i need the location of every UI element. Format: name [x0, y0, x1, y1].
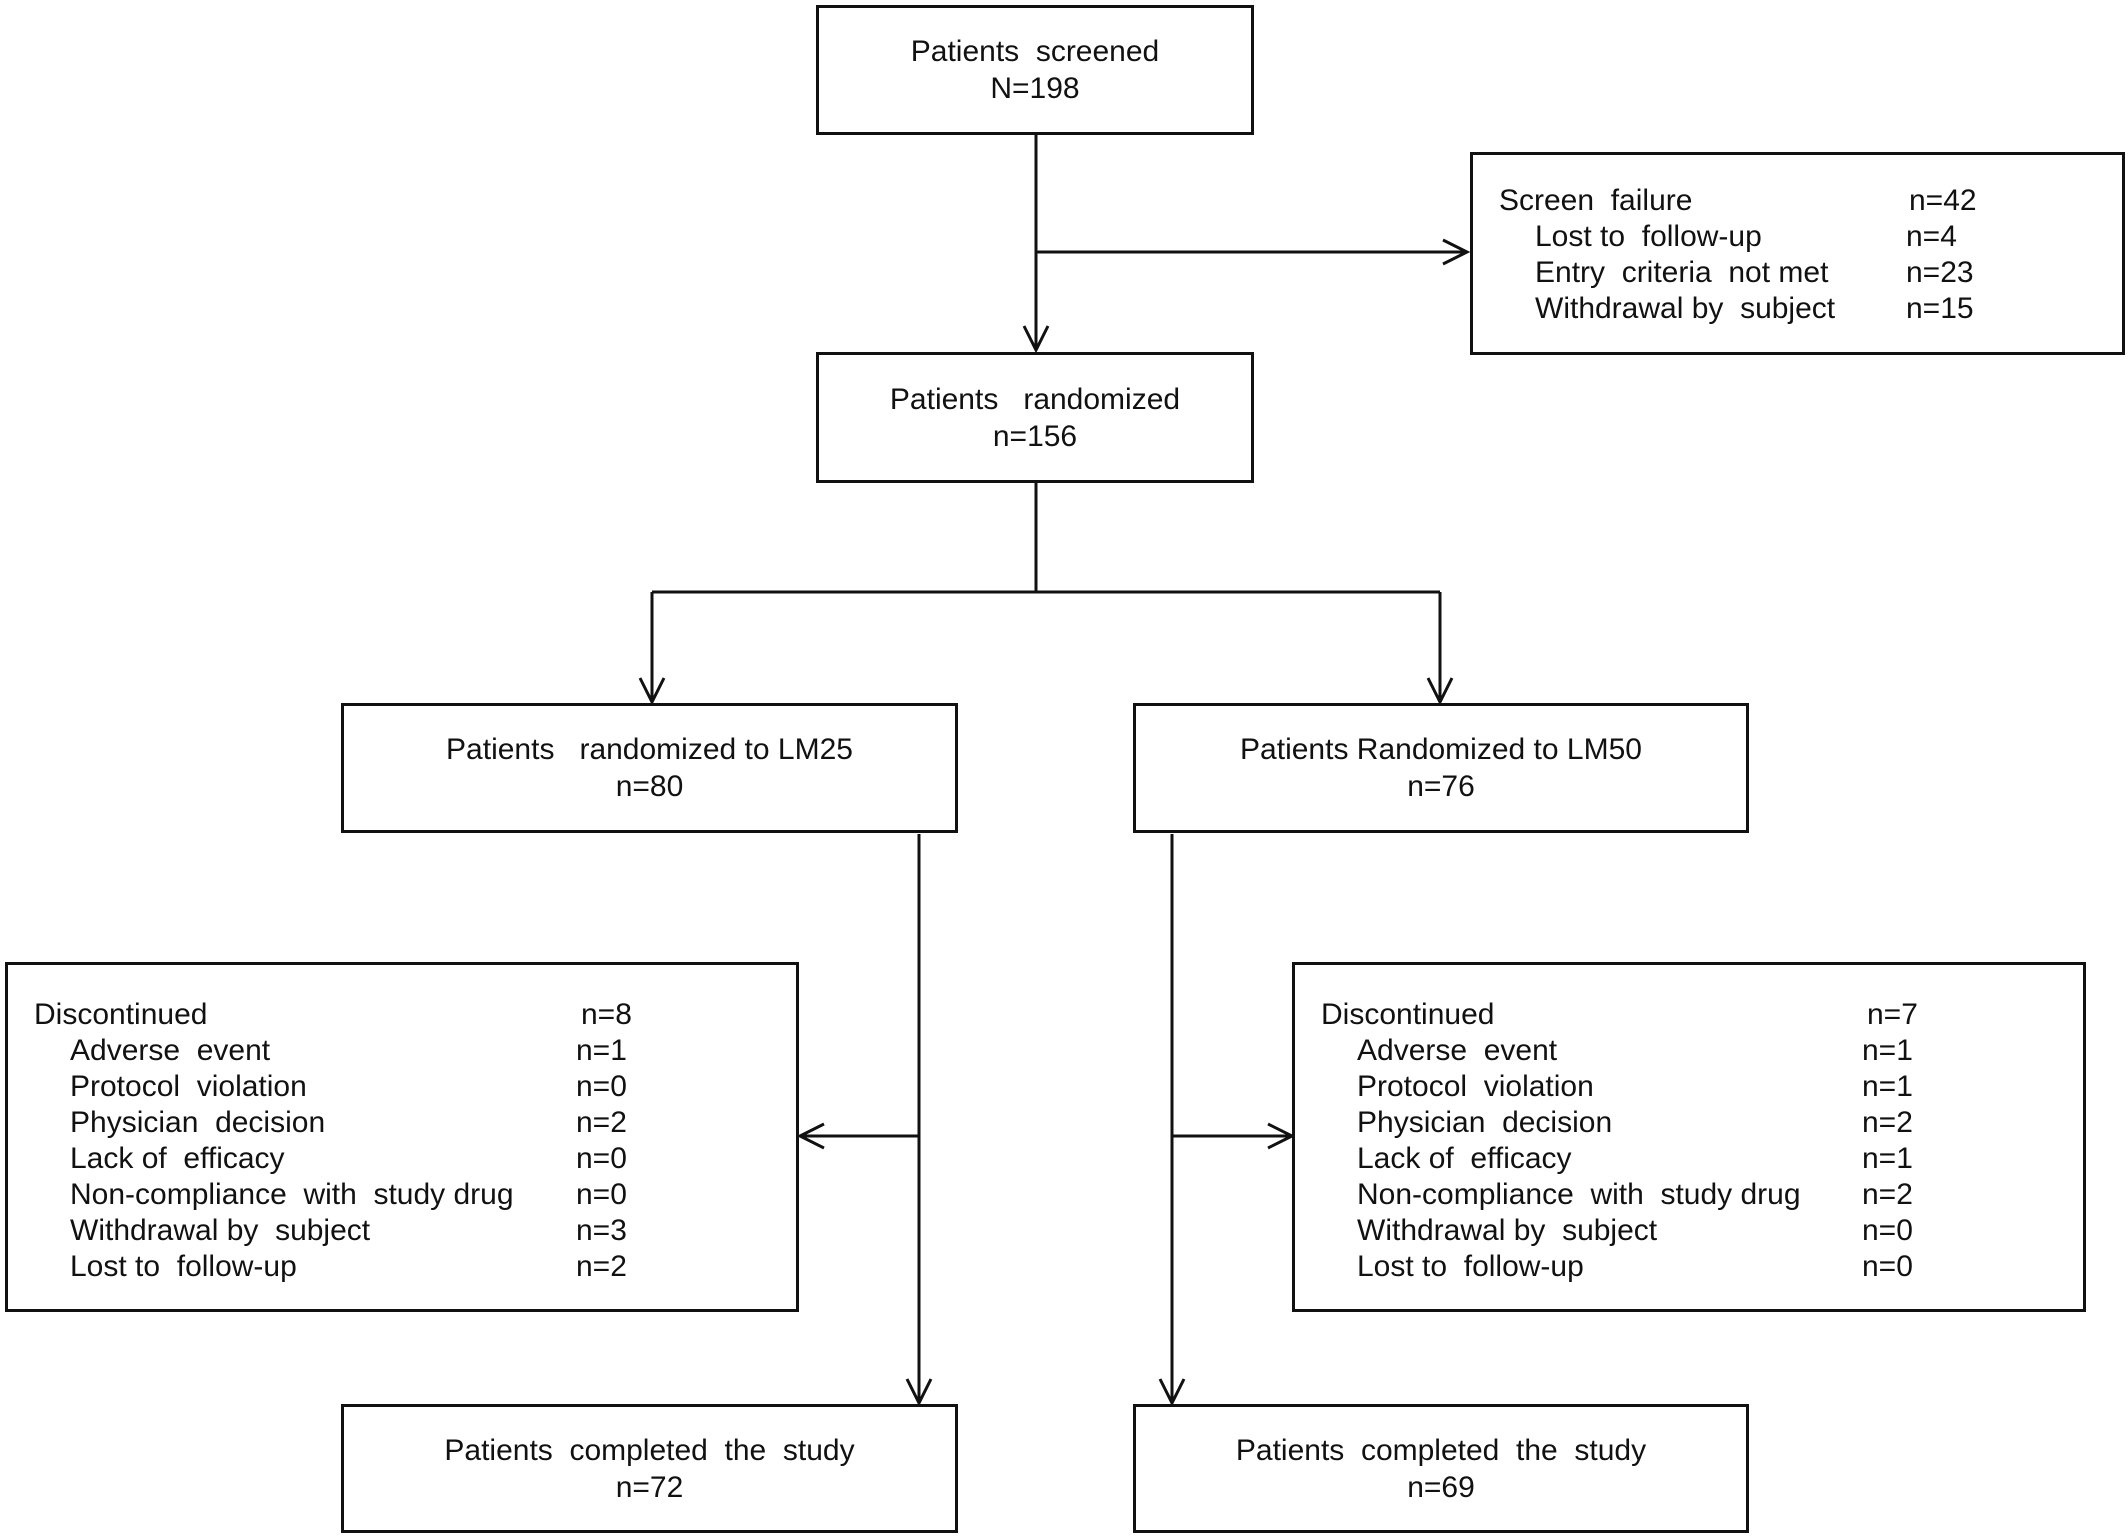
completed-lm25-box: Patients completed the study n=72 [341, 1404, 958, 1533]
discontinued-item-count: n=1 [1862, 1034, 1913, 1067]
discontinued-item-label: Non-compliance with study drug [70, 1178, 514, 1211]
randomized-title: Patients randomized [889, 382, 1181, 416]
discontinued-item-label: Lack of efficacy [70, 1142, 285, 1175]
discontinued-item-count: n=1 [1862, 1070, 1913, 1103]
screened-box: Patients screened N=198 [816, 5, 1254, 135]
discontinued-item-count: n=0 [576, 1178, 627, 1211]
discontinued-item-label: Withdrawal by subject [1357, 1214, 1658, 1247]
arrowhead-screen-failure [1442, 238, 1471, 266]
discontinued-item-count: n=1 [576, 1034, 627, 1067]
discontinued-title: Discontinued [34, 998, 208, 1031]
arrowhead-randomized [1022, 325, 1050, 354]
discontinued-item-count: n=0 [576, 1142, 627, 1175]
discontinued-item-count: n=1 [1862, 1142, 1913, 1175]
discontinued-item-count: n=2 [576, 1250, 627, 1283]
screen-failure-item-count: n=23 [1906, 256, 1974, 289]
completed-lm25-count: n=72 [615, 1470, 684, 1504]
discontinued-count: n=8 [581, 998, 632, 1031]
discontinued-title: Discontinued [1321, 998, 1495, 1031]
discontinued-item-label: Physician decision [70, 1106, 326, 1139]
screened-title: Patients screened [910, 35, 1160, 68]
discontinued-item-label: Physician decision [1357, 1106, 1613, 1139]
discontinued-item-label: Withdrawal by subject [70, 1214, 371, 1247]
discontinued-count: n=7 [1867, 998, 1918, 1031]
arrowhead-disc-lm25 [796, 1122, 825, 1150]
arm-lm50-box: Patients Randomized to LM50 n=76 [1133, 703, 1749, 833]
discontinued-lm50-box: Discontinued n=7 Adverse event n=1 Protoc… [1292, 962, 2086, 1312]
arrowhead-lm50 [1426, 677, 1454, 706]
discontinued-item-count: n=3 [576, 1214, 627, 1247]
arm-lm25-box: Patients randomized to LM25 n=80 [341, 703, 958, 833]
discontinued-item-label: Lack of efficacy [1357, 1142, 1572, 1175]
screen-failure-item-count: n=15 [1906, 292, 1974, 325]
arrowhead-completed-lm25 [905, 1378, 933, 1407]
completed-lm25-title: Patients completed the study [444, 1433, 855, 1467]
screen-failure-item-label: Lost to follow-up [1535, 220, 1762, 253]
completed-lm50-count: n=69 [1407, 1470, 1475, 1504]
discontinued-lm25-box: Discontinued n=8 Adverse event n=1 Protoc… [5, 962, 799, 1312]
discontinued-item-label: Protocol violation [70, 1070, 307, 1103]
completed-lm50-title: Patients completed the study [1235, 1433, 1647, 1467]
discontinued-item-count: n=0 [1862, 1250, 1913, 1283]
discontinued-item-label: Lost to follow-up [70, 1250, 297, 1283]
screen-failure-item-label: Withdrawal by subject [1535, 292, 1836, 325]
arrowhead-completed-lm50 [1158, 1378, 1186, 1407]
discontinued-item-count: n=2 [1862, 1178, 1913, 1211]
screen-failure-box: Screen failure n=42 Lost to follow-up n=… [1470, 152, 2125, 355]
randomized-box: Patients randomized n=156 [816, 352, 1254, 483]
completed-lm50-box: Patients completed the study n=69 [1133, 1404, 1749, 1533]
randomized-count: n=156 [992, 419, 1078, 453]
screen-failure-title: Screen failure [1499, 184, 1693, 217]
discontinued-item-count: n=2 [1862, 1106, 1913, 1139]
discontinued-item-label: Adverse event [1357, 1034, 1558, 1067]
screen-failure-item-count: n=4 [1906, 220, 1957, 253]
arm-lm50-title: Patients Randomized to LM50 [1240, 733, 1642, 766]
discontinued-item-count: n=2 [576, 1106, 627, 1139]
discontinued-item-count: n=0 [576, 1070, 627, 1103]
discontinued-item-count: n=0 [1862, 1214, 1913, 1247]
arm-lm25-title: Patients randomized to LM25 [446, 733, 853, 766]
arm-lm50-count: n=76 [1407, 770, 1475, 803]
discontinued-item-label: Non-compliance with study drug [1357, 1178, 1801, 1211]
discontinued-item-label: Protocol violation [1357, 1070, 1594, 1103]
arrowhead-lm25 [638, 677, 666, 706]
arm-lm25-count: n=80 [615, 770, 684, 803]
screen-failure-item-label: Entry criteria not met [1535, 256, 1829, 289]
discontinued-item-label: Adverse event [70, 1034, 271, 1067]
screened-count: N=198 [990, 72, 1080, 105]
discontinued-item-label: Lost to follow-up [1357, 1250, 1584, 1283]
screen-failure-count: n=42 [1909, 184, 1977, 217]
